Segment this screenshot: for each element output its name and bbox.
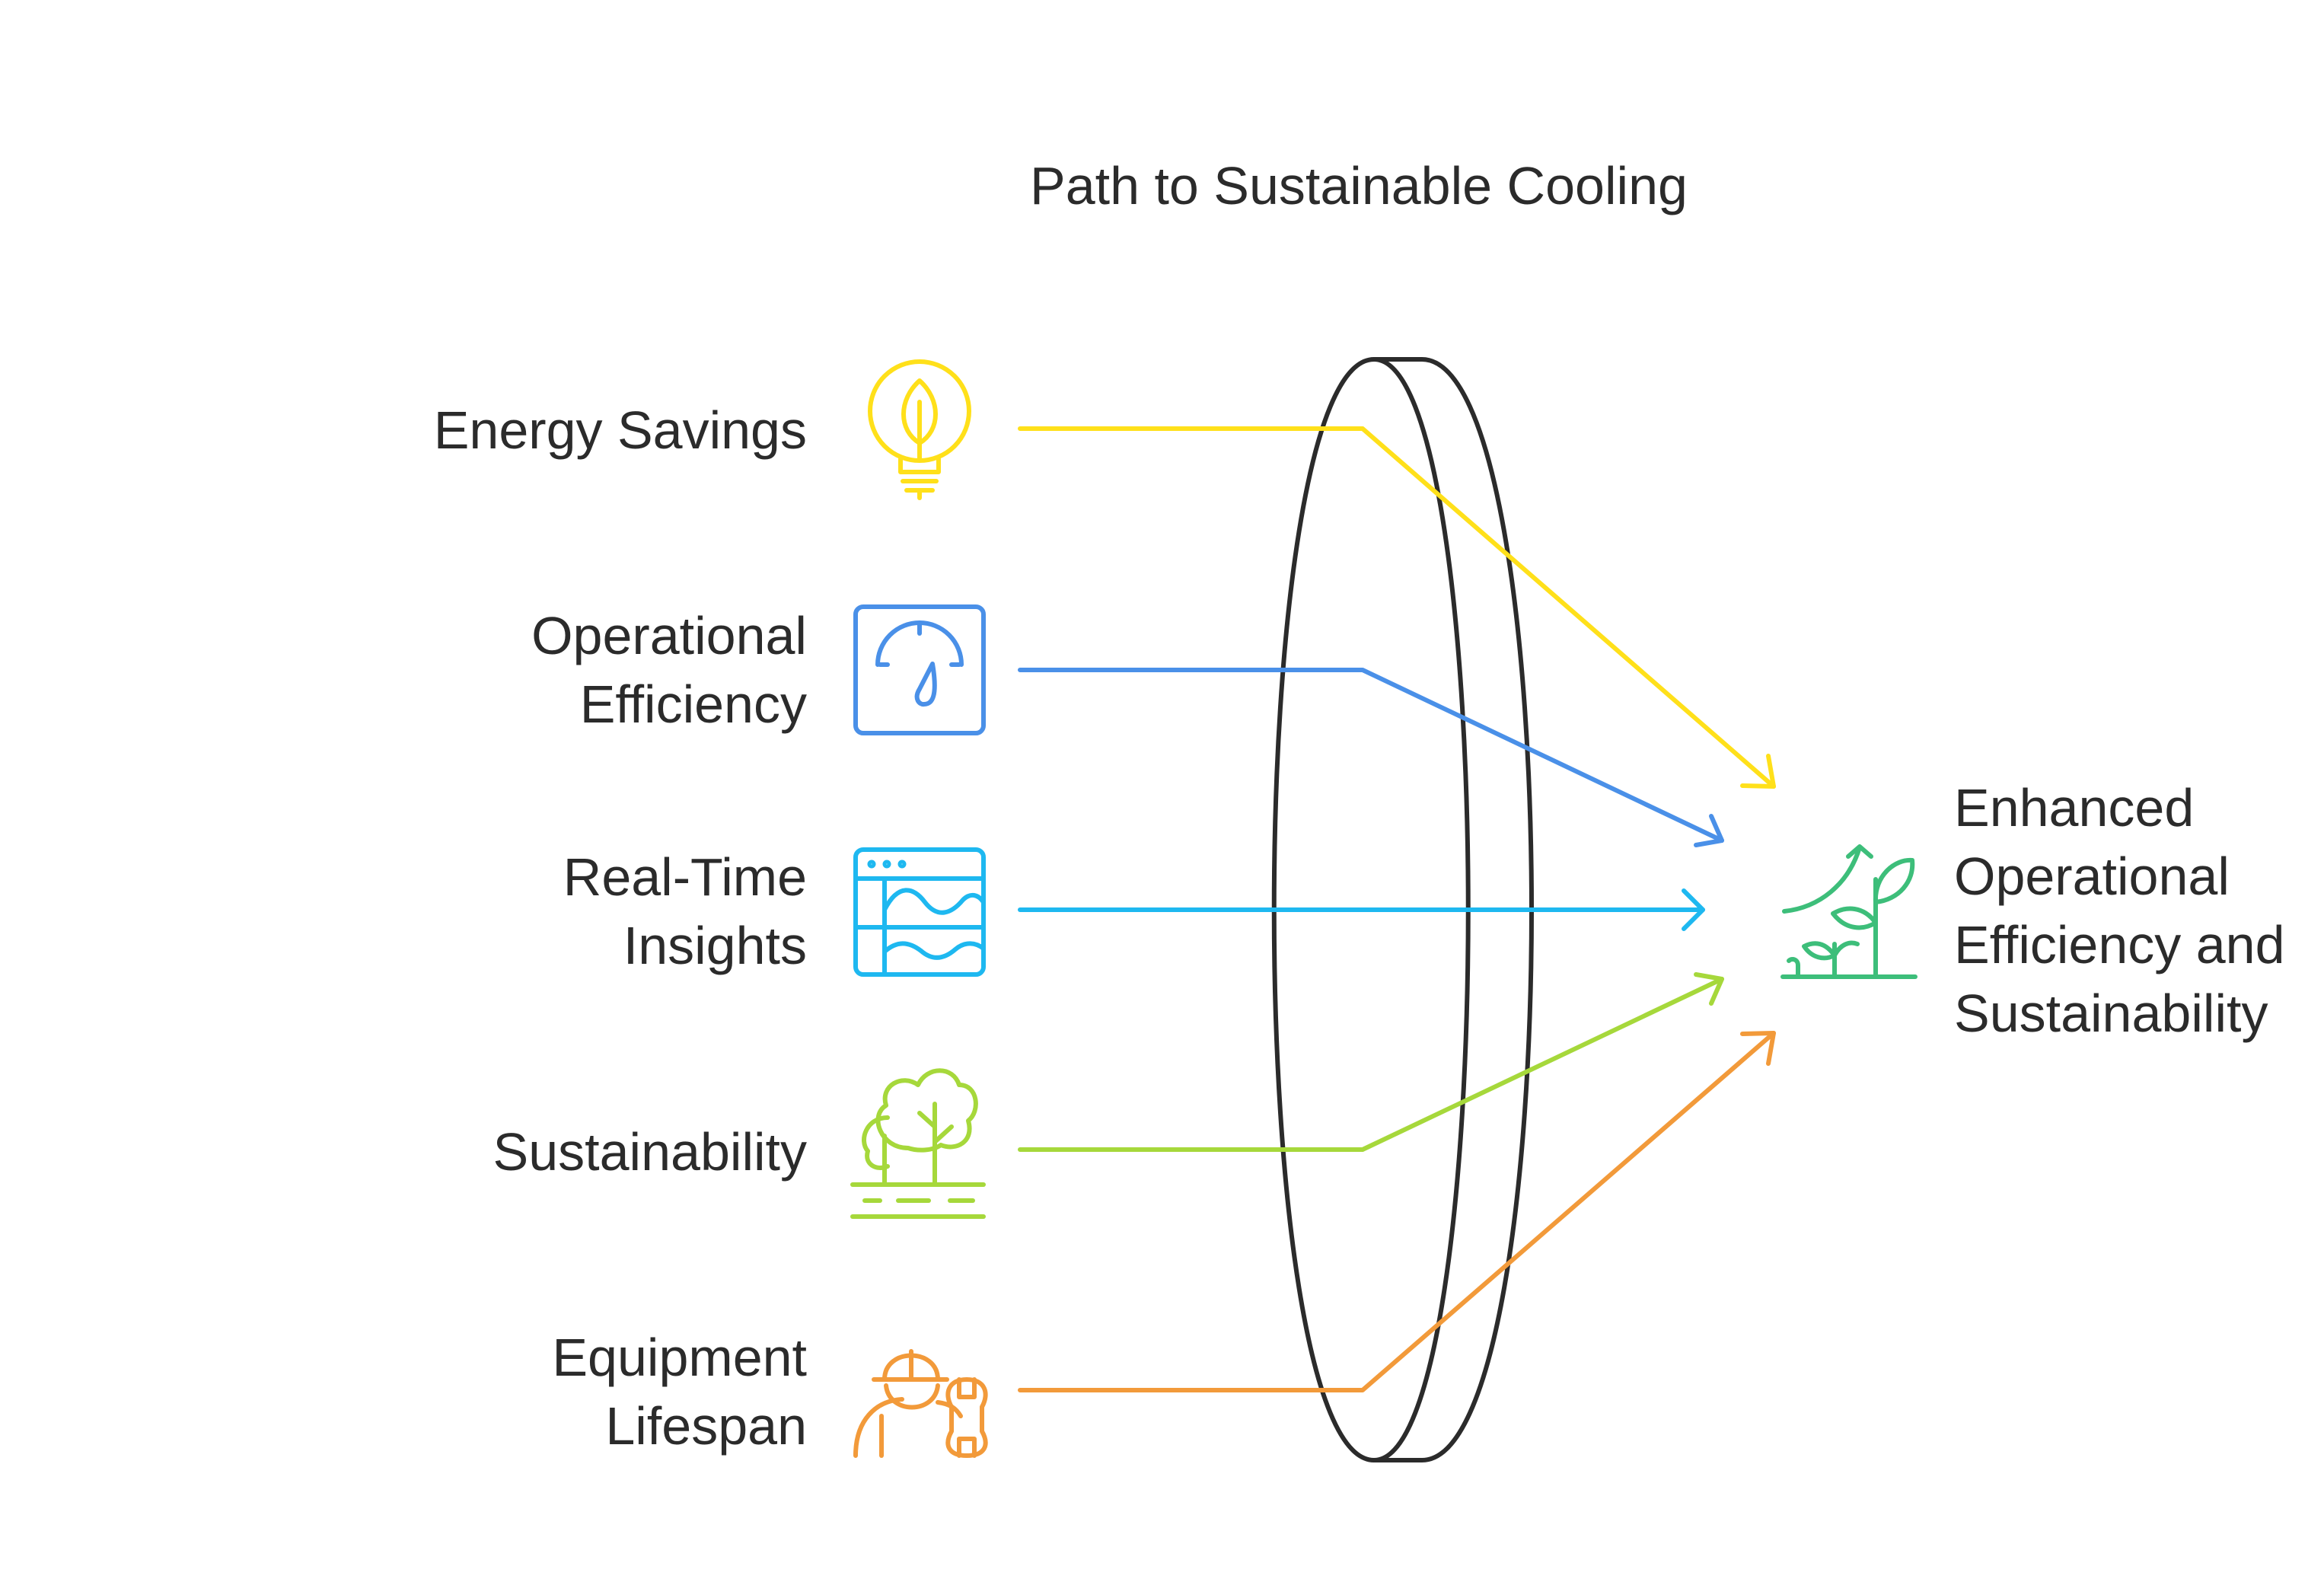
connector-energy-savings <box>1018 426 1776 789</box>
outcome-line: Enhanced <box>1954 778 2195 837</box>
diagram-title: Path to Sustainable Cooling <box>1030 156 1688 215</box>
label-line: Efficiency <box>579 675 807 734</box>
connector-line <box>1018 426 1776 789</box>
connector-operational-efficiency <box>1018 668 1724 847</box>
worker-wrench-icon <box>853 1349 988 1458</box>
trees-icon <box>850 1068 986 1219</box>
label-energy-savings: Energy Savings <box>434 396 807 464</box>
lightbulb-leaf-icon <box>868 359 971 500</box>
gauge-icon <box>853 604 986 735</box>
connector-sustainability <box>1018 972 1724 1152</box>
outcome-line: Sustainability <box>1954 984 2268 1043</box>
label-equipment-lifespan: Equipment Lifespan <box>552 1323 807 1460</box>
arrowhead <box>1740 754 1776 789</box>
arrowhead <box>1740 1031 1776 1066</box>
label-line: Operational <box>531 606 807 665</box>
arrowhead <box>1682 888 1705 931</box>
connector-line <box>1018 977 1724 1152</box>
outcome-label: Enhanced Operational Efficiency and Sust… <box>1954 773 2285 1048</box>
label-sustainability: Sustainability <box>493 1118 807 1186</box>
connector-real-time-insights <box>1018 888 1705 931</box>
label-line: Lifespan <box>605 1396 807 1456</box>
growing-plants-icon <box>1780 844 1918 979</box>
label-line: Sustainability <box>493 1122 807 1182</box>
label-line: Equipment <box>552 1328 807 1387</box>
arrowhead <box>1694 972 1724 1006</box>
connector-line <box>1018 668 1724 843</box>
dashboard-wave-icon <box>853 847 986 977</box>
arrowhead <box>1694 814 1724 847</box>
label-real-time-insights: Real-Time Insights <box>563 843 807 980</box>
label-line: Energy Savings <box>433 400 807 460</box>
label-operational-efficiency: Operational Efficiency <box>531 601 807 738</box>
outcome-line: Efficiency and <box>1954 915 2285 974</box>
label-line: Real-Time <box>563 847 807 907</box>
connector-equipment-lifespan <box>1018 1031 1776 1392</box>
label-line: Insights <box>623 916 807 975</box>
connector-line <box>1018 1031 1776 1392</box>
outcome-line: Operational <box>1954 847 2230 906</box>
